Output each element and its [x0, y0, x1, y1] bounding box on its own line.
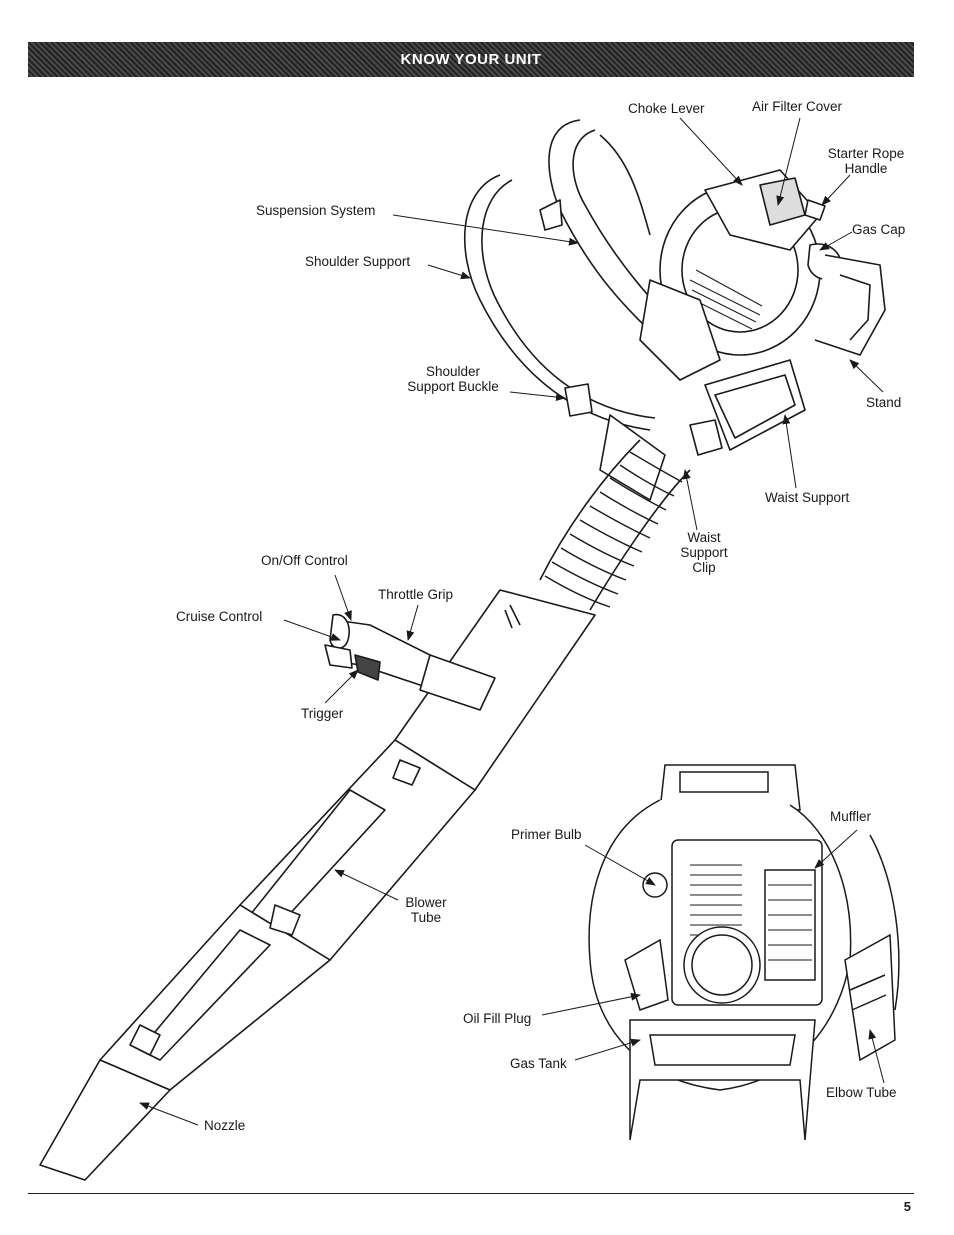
stand-drawing: [814, 254, 886, 356]
leader-lines: [139, 117, 885, 1126]
shoulder-support-buckle-drawing: [564, 383, 593, 417]
label-waist-support: Waist Support: [765, 490, 850, 505]
section-title: KNOW YOUR UNIT: [400, 51, 542, 68]
label-muffler: Muffler: [830, 809, 872, 824]
rear-view-drawing: [588, 764, 900, 1141]
section-header: KNOW YOUR UNIT: [28, 42, 914, 77]
main-blower-drawing: [39, 119, 886, 1181]
label-elbow-tube: Elbow Tube: [826, 1085, 897, 1100]
starter-rope-handle-drawing: [804, 199, 826, 221]
label-on-off-control: On/Off Control: [261, 553, 348, 568]
label-stand: Stand: [866, 395, 902, 410]
label-cruise-control: Cruise Control: [176, 609, 263, 624]
muffler-drawing: [764, 869, 816, 981]
label-nozzle: Nozzle: [204, 1118, 246, 1133]
cruise-control-drawing: [324, 644, 353, 669]
label-waist-support-clip: Waist Support Clip: [680, 530, 728, 575]
label-oil-fill-plug: Oil Fill Plug: [463, 1011, 532, 1026]
gas-tank-stand-drawing: [629, 1019, 816, 1141]
label-air-filter-cover: Air Filter Cover: [752, 99, 843, 114]
label-choke-lever: Choke Lever: [628, 101, 705, 116]
on-off-control-drawing: [329, 613, 350, 650]
label-gas-cap: Gas Cap: [852, 222, 906, 237]
label-trigger: Trigger: [301, 706, 344, 721]
label-gas-tank: Gas Tank: [510, 1056, 567, 1071]
nozzle-drawing: [39, 1059, 171, 1181]
trigger-drawing: [354, 654, 381, 681]
label-shoulder-support: Shoulder Support: [305, 254, 411, 269]
label-primer-bulb: Primer Bulb: [511, 827, 582, 842]
page-number: 5: [903, 1199, 911, 1214]
label-blower-tube: Blower Tube: [405, 895, 447, 925]
label-starter-rope-handle: Starter Rope Handle: [827, 146, 905, 176]
label-suspension-system: Suspension System: [256, 203, 376, 218]
waist-support-clip-drawing: [689, 419, 723, 456]
elbow-tube-drawing: [844, 933, 896, 1062]
shoulder-support-drawing: [463, 174, 651, 431]
label-shoulder-support-buckle: Shoulder Support Buckle: [407, 364, 499, 394]
footer-rule: [28, 1193, 914, 1194]
label-throttle-grip: Throttle Grip: [378, 587, 454, 602]
